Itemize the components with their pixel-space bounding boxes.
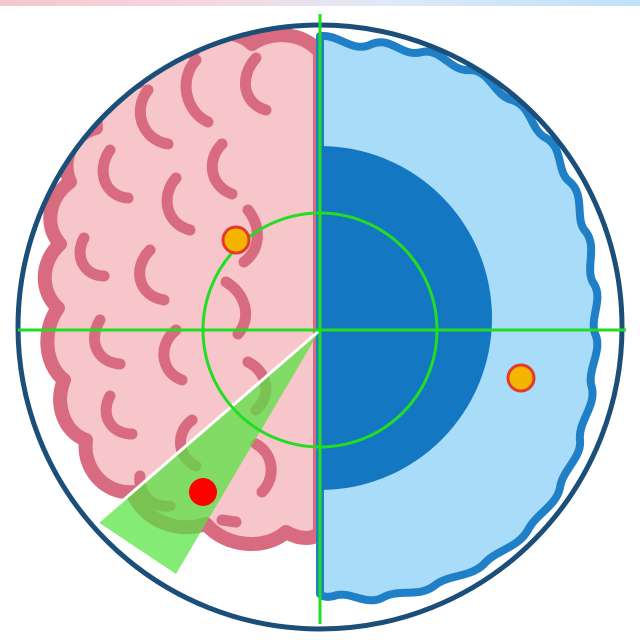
radar-sweep-wedge [98,330,320,574]
radar-crosshair-icon [18,14,626,624]
blip-red-icon [189,478,217,506]
blip-orange-icon [221,225,251,255]
blip-orange-icon [506,363,536,393]
radar-sweep-edge [97,328,321,524]
blue-wavy-half-icon [316,31,602,605]
top-gradient-strip [0,0,640,6]
inner-blue-disc [320,146,492,490]
